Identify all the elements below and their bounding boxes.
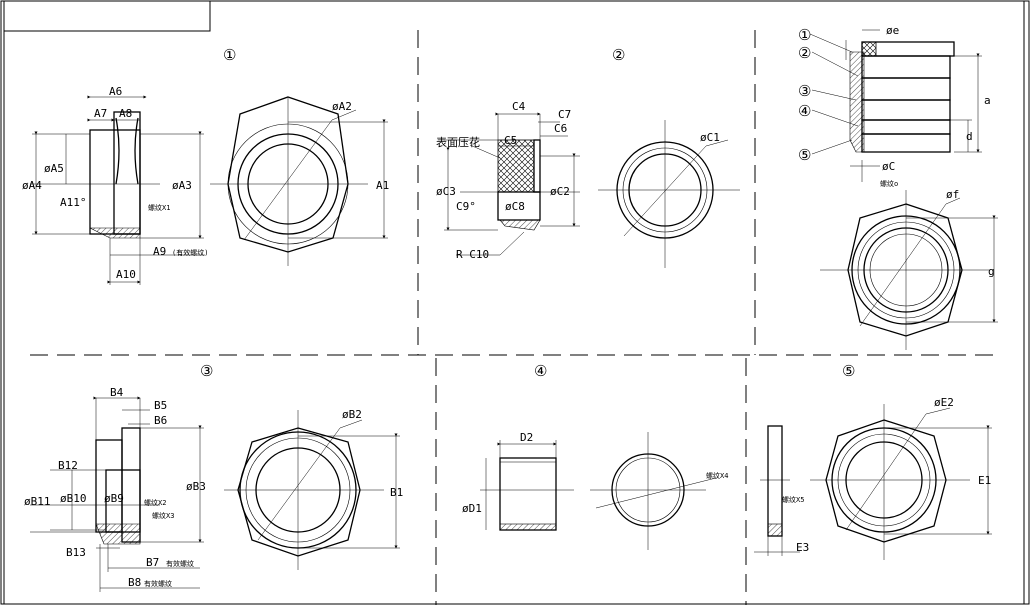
callout-3: ③ xyxy=(798,82,811,100)
assembly-g-label: g xyxy=(988,265,995,278)
C8-label: øC8 xyxy=(505,200,525,213)
X5-note: 螺纹X5 xyxy=(782,495,804,504)
A11-label: A11° xyxy=(60,196,87,209)
B7-label: B7 xyxy=(146,556,159,569)
part-1-end-view xyxy=(210,96,388,266)
part-1-section xyxy=(30,95,205,285)
B9-label: øB9 xyxy=(104,492,124,505)
B3-label: øB3 xyxy=(186,480,206,493)
C9-label: C9° xyxy=(456,200,476,213)
X4-note: 螺纹X4 xyxy=(706,471,728,480)
part-4-section xyxy=(480,440,574,531)
assembly-section xyxy=(809,29,982,182)
E1-label: E1 xyxy=(978,474,991,487)
C1-label: øC1 xyxy=(700,131,720,144)
part-1-number: ① xyxy=(223,46,236,64)
C6-label: C6 xyxy=(554,122,567,135)
part-1-view: ① A6 A7 A8 øA5 øA4 A11° xyxy=(22,46,389,285)
part-5-number: ⑤ xyxy=(842,362,855,380)
X1-note: 螺纹X1 xyxy=(148,203,170,212)
part-4-view: ④ D2 øD1 螺纹X4 xyxy=(462,362,728,550)
assembly-f-label: øf xyxy=(946,188,959,201)
part-2-view: ② C4 C5 C7 C6 表面压花 øC3 xyxy=(436,46,740,268)
A10-label: A10 xyxy=(116,268,136,281)
X2-note: 螺纹X2 xyxy=(144,498,166,507)
part-4-end-view xyxy=(590,432,717,550)
assembly-c-label: øC xyxy=(882,160,895,173)
assembly-view: ① ② ③ ④ ⑤ øe a d øC 螺纹o øf g xyxy=(798,24,998,350)
assembly-d-label: d xyxy=(966,130,973,143)
E3-label: E3 xyxy=(796,541,809,554)
B8-label: B8 xyxy=(128,576,141,589)
B7-note: 有效螺纹 xyxy=(166,559,194,568)
callout-1: ① xyxy=(798,26,811,44)
A4-label: øA4 xyxy=(22,179,42,192)
knurl-note: 表面压花 xyxy=(436,135,480,149)
part-5-end-view xyxy=(810,404,992,560)
callout-2: ② xyxy=(798,44,811,62)
title-block xyxy=(3,0,211,32)
B12-label: B12 xyxy=(58,459,78,472)
A3-label: øA3 xyxy=(172,179,192,192)
A9-note: (有效螺纹) xyxy=(172,248,208,257)
D1-label: øD1 xyxy=(462,502,482,515)
C2-label: øC2 xyxy=(550,185,570,198)
callout-4: ④ xyxy=(798,102,811,120)
part-3-section xyxy=(30,396,204,592)
B10-label: øB10 xyxy=(60,492,87,505)
part-5-section xyxy=(754,425,800,556)
part-4-number: ④ xyxy=(534,362,547,380)
B11-label: øB11 xyxy=(24,495,51,508)
E2-label: øE2 xyxy=(934,396,954,409)
C10-label: R C10 xyxy=(456,248,489,261)
B8-note: 有效螺纹 xyxy=(144,579,172,588)
D2-label: D2 xyxy=(520,431,533,444)
C4-label: C4 xyxy=(512,100,526,113)
A9-label: A9 xyxy=(153,245,166,258)
A6-label: A6 xyxy=(109,85,122,98)
B6-label: B6 xyxy=(154,414,167,427)
part-3-view: ③ B4 B5 B6 B12 ø xyxy=(24,362,403,592)
B2-label: øB2 xyxy=(342,408,362,421)
B5-label: B5 xyxy=(154,399,167,412)
C3-label: øC3 xyxy=(436,185,456,198)
B4-label: B4 xyxy=(110,386,124,399)
assembly-a-label: a xyxy=(984,94,991,107)
assembly-e-label: øe xyxy=(886,24,899,37)
assembly-o-label: 螺纹o xyxy=(880,179,898,188)
A2-label: øA2 xyxy=(332,100,352,113)
assembly-end-view xyxy=(820,190,998,350)
C7-label: C7 xyxy=(558,108,571,121)
part-2-end-view xyxy=(598,120,740,268)
B13-label: B13 xyxy=(66,546,86,559)
part-3-number: ③ xyxy=(200,362,213,380)
part-2-number: ② xyxy=(612,46,625,64)
A1-label: A1 xyxy=(376,179,389,192)
A8-label: A8 xyxy=(119,107,132,120)
part-2-section xyxy=(444,112,580,256)
B1-label: B1 xyxy=(390,486,403,499)
part-5-view: ⑤ 螺纹X5 E3 øE2 E1 xyxy=(754,362,992,560)
part-3-end-view xyxy=(224,410,400,570)
callout-5: ⑤ xyxy=(798,146,811,164)
A5-label: øA5 xyxy=(44,162,64,175)
X3-note: 螺纹X3 xyxy=(152,511,174,520)
A7-label: A7 xyxy=(94,107,107,120)
C5-label: C5 xyxy=(504,134,517,147)
